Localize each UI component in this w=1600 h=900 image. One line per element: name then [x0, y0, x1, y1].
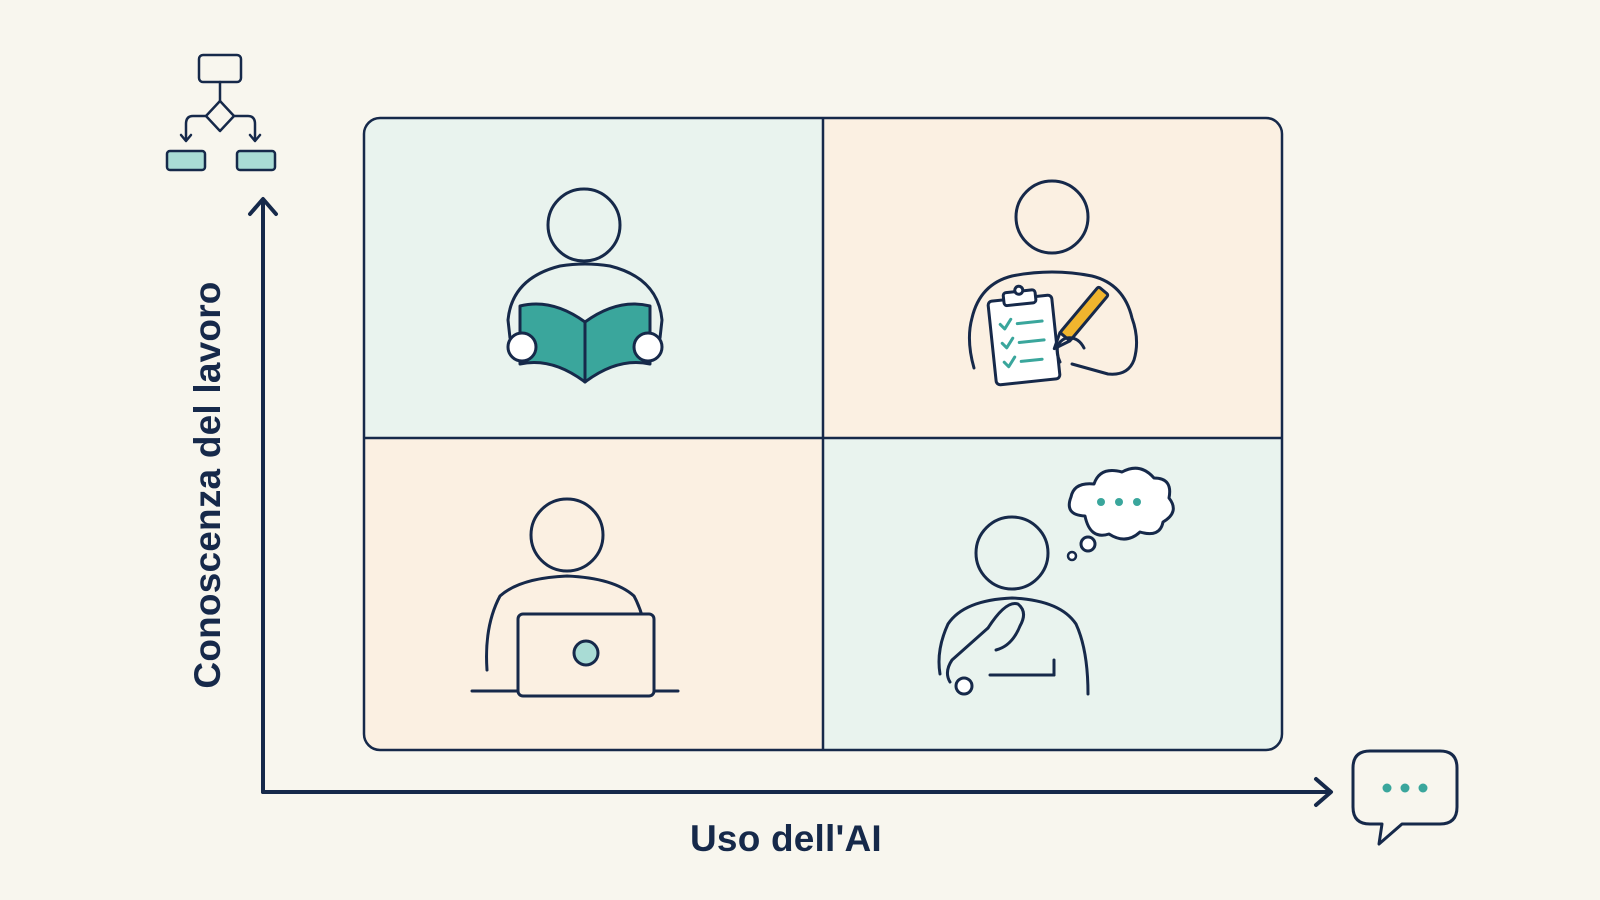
person-laptop-icon [470, 497, 680, 698]
y-axis-arrow [248, 197, 278, 794]
quadrant-bottom-left [364, 438, 823, 750]
person-thinking-icon [937, 515, 1090, 696]
chat-bubble-icon [1351, 749, 1459, 846]
person-clipboard-pencil-icon [967, 179, 1139, 387]
person-reading-book-icon [506, 187, 664, 384]
quadrant-top-right [823, 118, 1282, 438]
quadrant-bottom-right [823, 438, 1282, 750]
quadrant-top-left [364, 118, 823, 438]
thought-bubble-icon [1066, 466, 1175, 562]
y-axis-label: Conoscenza del lavoro [187, 281, 228, 689]
flowchart-icon [165, 53, 277, 172]
x-axis-label: Uso dell'AI [690, 818, 882, 859]
x-axis-arrow [261, 777, 1333, 807]
